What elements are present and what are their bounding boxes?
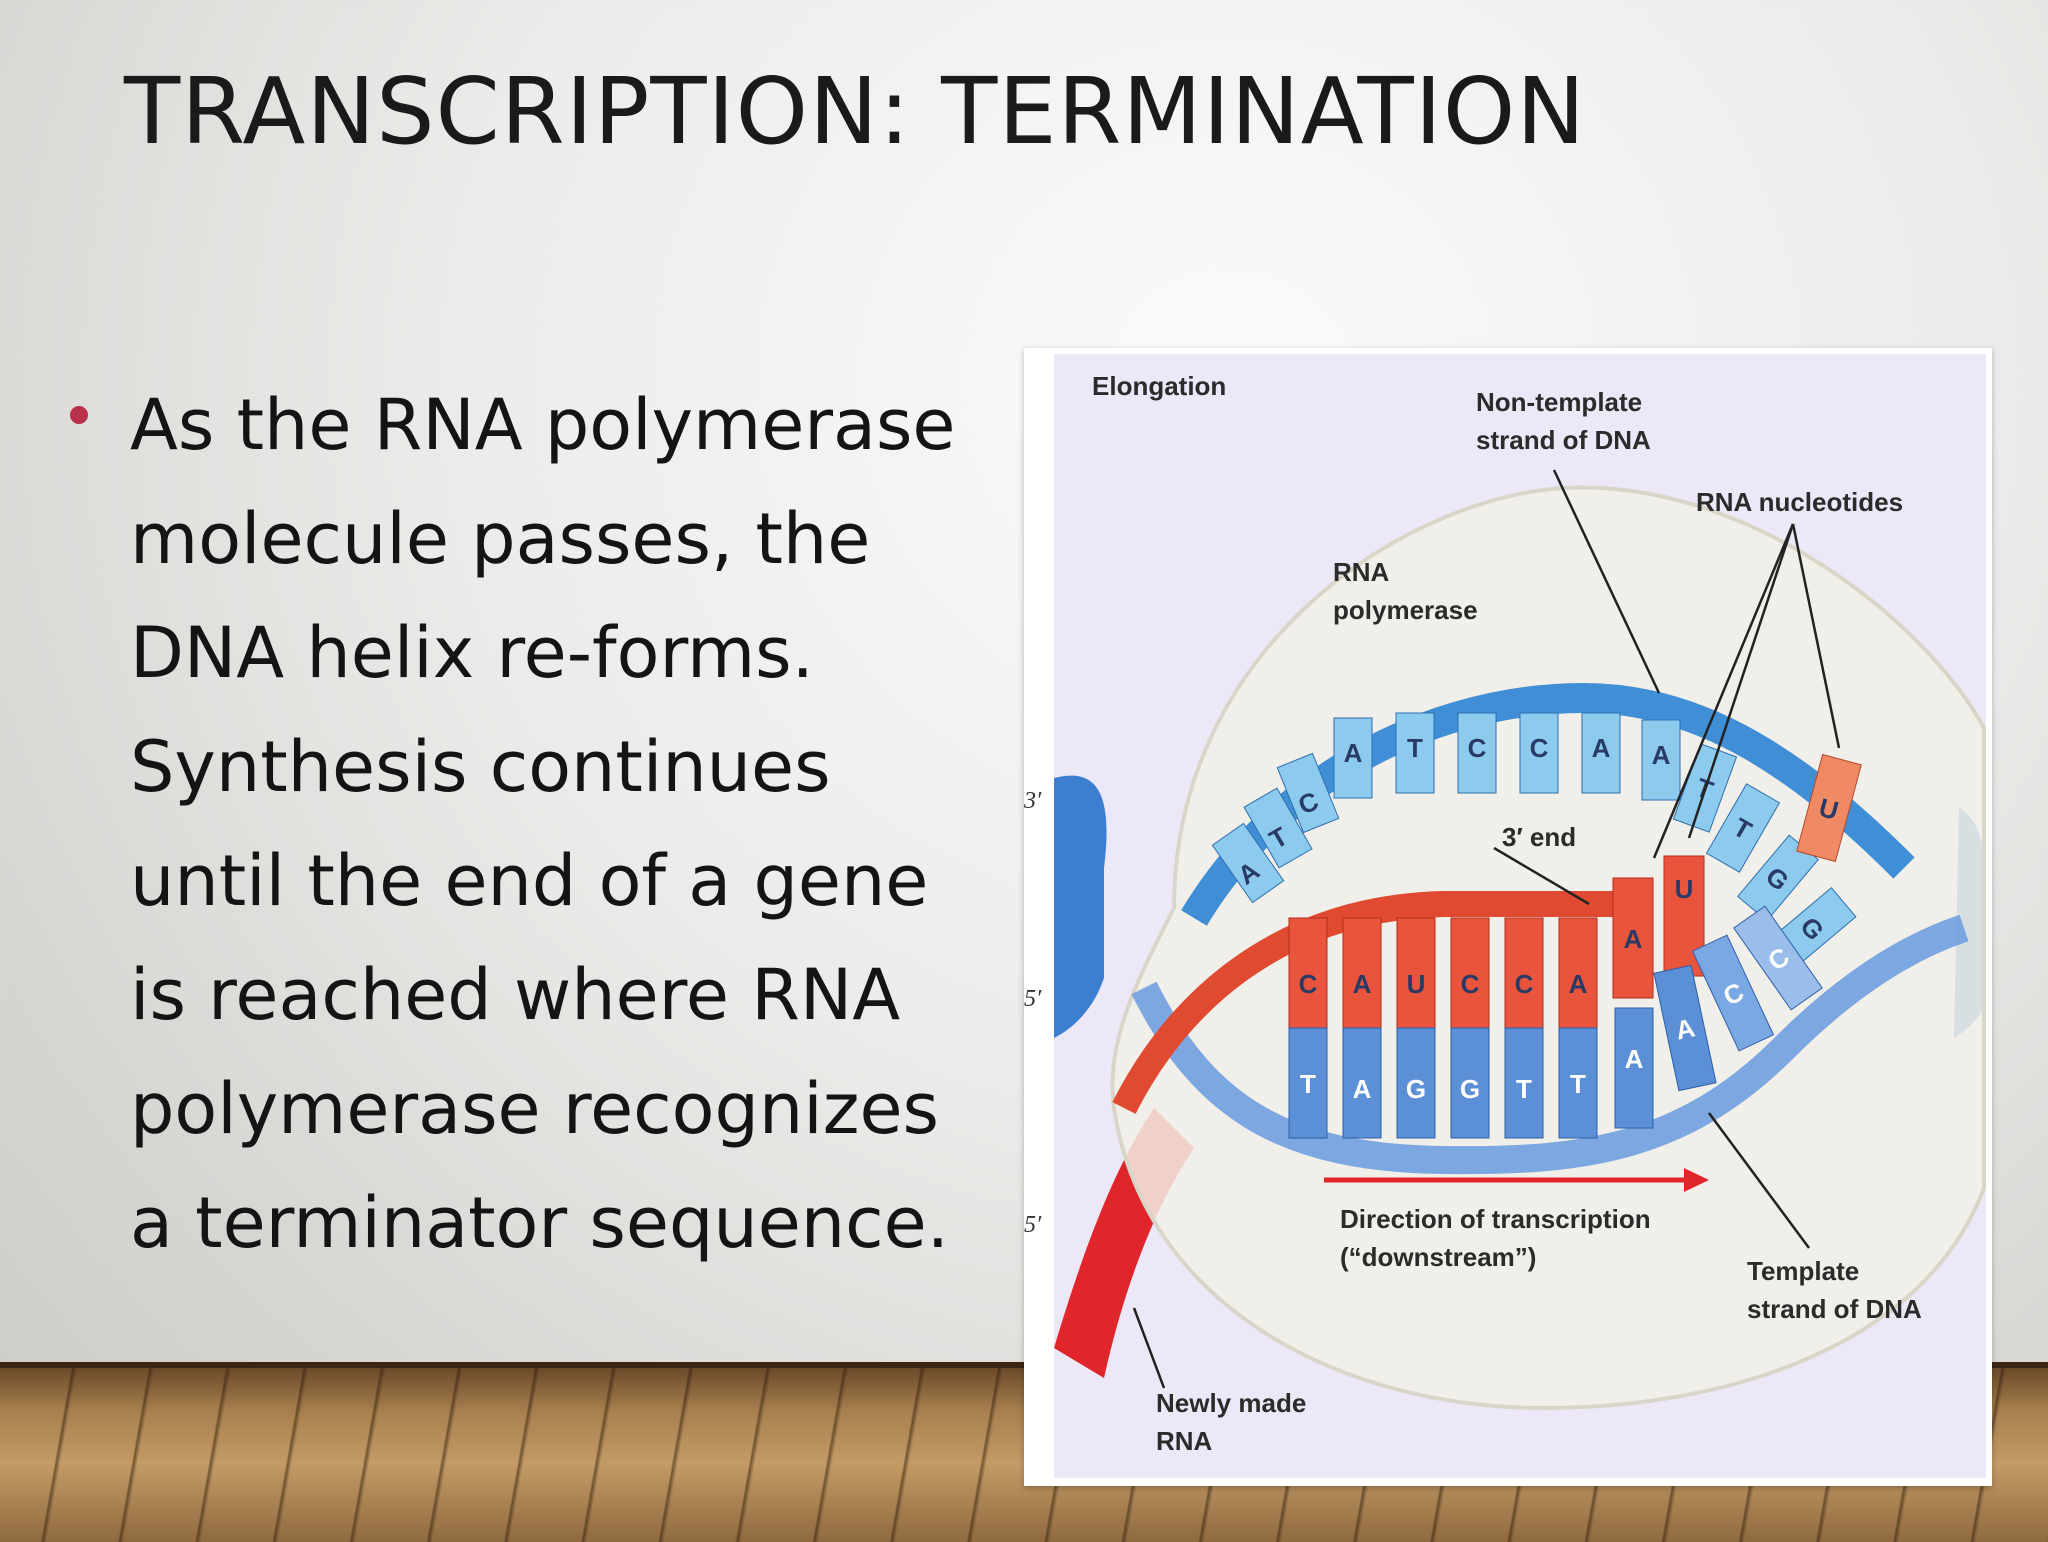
rna-base: [1612, 877, 1654, 999]
rna-letters: C A U C C A A U: [1299, 874, 1694, 999]
rna-backbone: [1112, 891, 1624, 1114]
template-label-line1: Template: [1747, 1256, 1859, 1286]
rna-base: [1450, 917, 1490, 1029]
template-base: [1558, 1027, 1598, 1139]
rna-letter: C: [1299, 969, 1318, 999]
non-template-backbone: [1181, 682, 1915, 926]
direction-label-line1: Direction of transcription: [1340, 1204, 1651, 1234]
nt-base: [1276, 752, 1340, 834]
nt-base: [1641, 719, 1681, 801]
nt-letter: A: [1344, 738, 1363, 768]
leader-line: [1652, 523, 1795, 859]
rna-base: [1396, 917, 1436, 1029]
rna-letter: C: [1515, 969, 1534, 999]
leader-line: [1552, 469, 1661, 694]
rna-letter: A: [1353, 969, 1372, 999]
template-base: [1342, 1027, 1382, 1139]
five-prime-marker: 5′: [1024, 1212, 1042, 1238]
nt-base: [1333, 717, 1373, 799]
rna-base: [1504, 917, 1544, 1029]
rna-polymerase-label-line1: RNA: [1333, 557, 1390, 587]
leader-lines: [1132, 469, 1841, 1389]
dna-helix-left: [1054, 775, 1107, 1038]
template-letter: A: [1353, 1074, 1372, 1104]
nt-base: [1457, 712, 1497, 794]
leader-line: [1707, 1112, 1811, 1249]
template-base: [1396, 1027, 1436, 1139]
rna-base: [1342, 917, 1382, 1029]
rna-letter: A: [1569, 969, 1588, 999]
rna-letter: C: [1461, 969, 1480, 999]
non-template-label-line1: Non-template: [1476, 387, 1642, 417]
template-label-line2: strand of DNA: [1747, 1294, 1922, 1324]
three-prime-end-label: 3′ end: [1502, 822, 1576, 852]
nt-letter: T: [1407, 733, 1423, 763]
template-letter: T: [1300, 1069, 1316, 1099]
nt-base: [1395, 712, 1435, 794]
template-letter: T: [1516, 1074, 1532, 1104]
template-letter: A: [1625, 1044, 1644, 1074]
template-base: [1450, 1027, 1490, 1139]
direction-label-line2: (“downstream”): [1340, 1242, 1536, 1272]
template-base: [1691, 934, 1775, 1052]
rna-base: [1558, 917, 1598, 1029]
five-prime-marker: 5′: [1024, 986, 1042, 1012]
rna-polymerase-label-line2: polymerase: [1333, 595, 1478, 625]
free-rna-nucleotide: [1796, 753, 1862, 863]
template-base: [1504, 1027, 1544, 1139]
nt-letter: C: [1530, 733, 1549, 763]
template-base: [1733, 905, 1823, 1011]
leader-line: [1687, 523, 1795, 839]
template-letter: T: [1570, 1069, 1586, 1099]
template-base: [1614, 1007, 1654, 1129]
paired-bases: [1288, 855, 1823, 1139]
rna-base: [1288, 917, 1328, 1029]
template-letters: T A G G T T A A C C: [1300, 941, 1795, 1104]
leader-line: [1493, 846, 1590, 906]
nt-base: [1581, 712, 1621, 794]
rna-letter: A: [1624, 924, 1643, 954]
slide-title: TRANSCRIPTION: TERMINATION: [124, 58, 1587, 165]
bullet-marker: [70, 406, 88, 424]
leader-line: [1132, 1307, 1166, 1389]
template-base: [1653, 964, 1717, 1092]
template-base: [1288, 1027, 1328, 1139]
bullet-item: As the RNA polymerase molecule passes, t…: [70, 368, 990, 1280]
rna-letter: U: [1675, 874, 1694, 904]
transcription-diagram: A T C A T C C A A T T G G: [1024, 348, 1992, 1486]
bullet-text: As the RNA polymerase molecule passes, t…: [130, 384, 956, 1264]
nt-letter: C: [1468, 733, 1487, 763]
newly-made-rna-label-line2: RNA: [1156, 1426, 1213, 1456]
template-letter: G: [1460, 1074, 1480, 1104]
non-template-label-line2: strand of DNA: [1476, 425, 1651, 455]
nt-letter: A: [1592, 733, 1611, 763]
leader-line: [1791, 523, 1841, 749]
newly-made-rna-label-line1: Newly made: [1156, 1388, 1306, 1418]
rna-letter: U: [1407, 969, 1426, 999]
stage-label: Elongation: [1092, 371, 1226, 401]
rna-nucleotides-label: RNA nucleotides: [1696, 487, 1903, 517]
nt-base: [1705, 783, 1781, 873]
three-prime-marker: 3′: [1024, 788, 1042, 814]
nt-letter: A: [1652, 740, 1671, 770]
nt-base: [1211, 822, 1285, 904]
template-backbone: [1131, 914, 1969, 1175]
nt-base: [1519, 712, 1559, 794]
template-letter: G: [1406, 1074, 1426, 1104]
nt-base: [1243, 787, 1313, 869]
direction-arrowhead: [1684, 1168, 1709, 1192]
